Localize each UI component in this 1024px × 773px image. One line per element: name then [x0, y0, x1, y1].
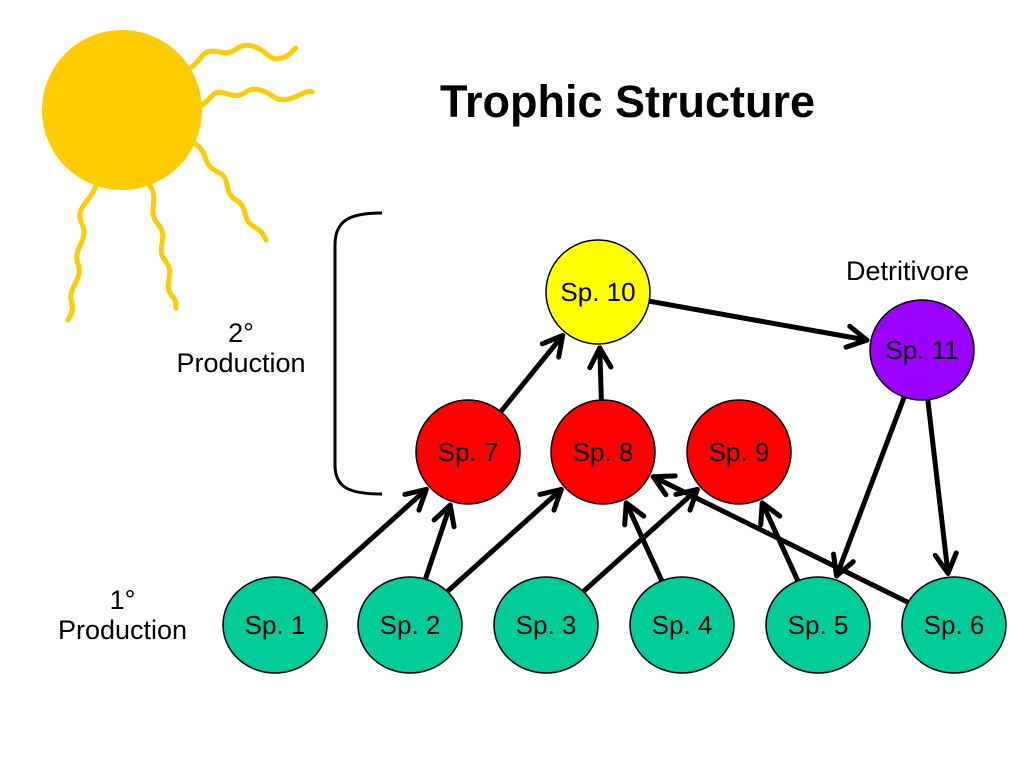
node-sp11: Sp. 11: [869, 299, 975, 401]
edge-sp7-to-sp10: [497, 332, 566, 416]
edge-sp10-to-sp11: [644, 298, 870, 350]
secondary-production-line1: 2°: [228, 318, 254, 348]
node-label: Sp. 11: [885, 335, 958, 365]
node-label: Sp. 3: [516, 610, 577, 640]
node-circle: [222, 576, 328, 674]
edge-line: [650, 474, 913, 606]
primary-production-line1: 1°: [109, 585, 136, 615]
sun-disc: [42, 30, 202, 190]
sun-ray: [189, 139, 269, 243]
edge-line: [422, 502, 453, 584]
node-label: Sp. 6: [924, 610, 985, 640]
arrowhead-icon: [587, 345, 614, 371]
node-layer: Sp. 1 Sp. 2 Sp. 3 Sp. 4 Sp. 5 Sp. 6 Sp. 7 Sp. 8…: [222, 239, 1007, 674]
node-sp4: Sp. 4: [629, 576, 735, 674]
node-sp10: Sp. 10: [545, 239, 651, 345]
node-label: Sp. 8: [573, 437, 634, 467]
node-circle: [357, 576, 463, 674]
node-sp2: Sp. 2: [357, 576, 463, 674]
edge-line: [834, 392, 908, 579]
sun-ray: [147, 183, 179, 311]
node-circle: [765, 576, 871, 674]
node-circle: [545, 239, 651, 345]
node-sp9: Sp. 9: [686, 399, 792, 505]
edge-line: [597, 345, 604, 405]
edge-line: [623, 500, 666, 586]
edge-line: [759, 500, 802, 586]
edge-line: [308, 486, 429, 596]
arrowhead-icon: [650, 473, 678, 498]
arrowhead-icon: [843, 323, 870, 350]
secondary-bracket: [333, 211, 383, 496]
sun-ray: [185, 42, 299, 73]
node-sp3: Sp. 3: [493, 576, 599, 674]
node-label: Sp. 2: [380, 610, 441, 640]
node-circle: [901, 576, 1007, 674]
node-sp8: Sp. 8: [550, 399, 656, 505]
arrowhead-icon: [402, 486, 429, 513]
secondary-production-line2: Production: [176, 348, 306, 378]
node-circle: [629, 576, 735, 674]
node-label: Sp. 4: [652, 610, 713, 640]
node-sp7: Sp. 7: [415, 399, 521, 505]
node-sp6: Sp. 6: [901, 576, 1007, 674]
edge-sp2-to-sp8: [443, 486, 564, 596]
edge-line: [644, 298, 870, 343]
edge-layer: [308, 298, 959, 606]
node-circle: [869, 299, 975, 401]
sun-ray: [65, 183, 99, 323]
edge-sp11-to-sp5: [831, 392, 908, 579]
node-label: Sp. 7: [438, 437, 499, 467]
edge-sp6-to-sp8: [650, 473, 913, 606]
node-label: Sp. 10: [560, 277, 635, 307]
node-circle: [686, 399, 792, 505]
edge-line: [497, 332, 566, 416]
node-label: Sp. 1: [245, 610, 306, 640]
detritivore-label: Detritivore: [846, 256, 970, 286]
node-circle: [493, 576, 599, 674]
arrowhead-icon: [831, 551, 856, 579]
arrowhead-icon: [537, 486, 564, 513]
node-label: Sp. 9: [709, 437, 770, 467]
edge-sp5-to-sp9: [758, 500, 802, 586]
page-title: Trophic Structure: [440, 76, 816, 127]
node-sp1: Sp. 1: [222, 576, 328, 674]
sun-ray: [195, 86, 315, 111]
edge-line: [579, 486, 700, 596]
arrowhead-icon: [539, 332, 566, 360]
edge-line: [925, 395, 951, 576]
primary-production-line2: Production: [57, 615, 188, 645]
node-label: Sp. 5: [788, 610, 849, 640]
arrowhead-icon: [932, 550, 959, 576]
secondary-production-label: 2° Production: [160, 318, 322, 378]
edge-sp11-to-sp6: [925, 395, 959, 576]
edge-sp1-to-sp7: [308, 486, 429, 596]
node-circle: [550, 399, 656, 505]
edge-sp4-to-sp8: [622, 500, 666, 586]
arrowhead-icon: [622, 500, 647, 528]
edge-sp2-to-sp7: [422, 502, 457, 584]
arrowhead-icon: [758, 500, 783, 528]
sun-icon: [42, 30, 315, 323]
node-sp5: Sp. 5: [765, 576, 871, 674]
primary-production-label: 1° Production: [40, 585, 205, 645]
edge-line: [443, 486, 564, 596]
edge-sp8-to-sp10: [587, 345, 614, 405]
arrowhead-icon: [431, 502, 457, 530]
node-circle: [415, 399, 521, 505]
